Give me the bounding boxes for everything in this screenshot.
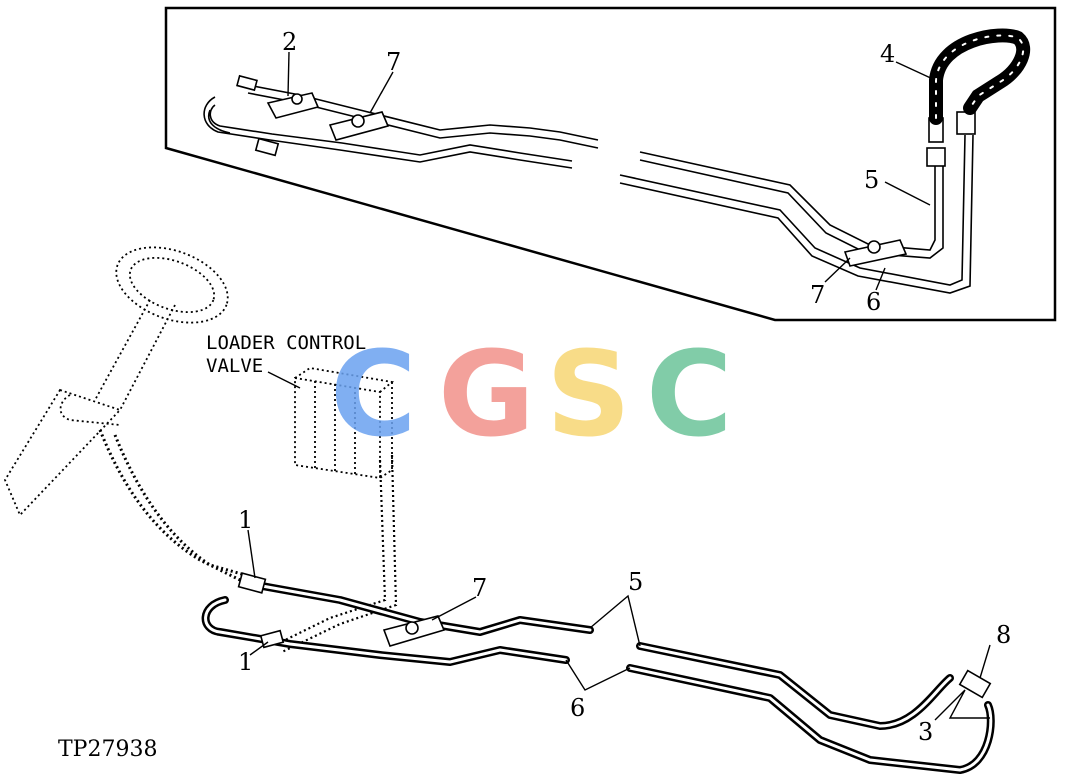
- detail-inset-frame: [164, 6, 1057, 322]
- detail-hose-4: [929, 28, 1031, 125]
- main-lines-core: [204, 584, 993, 772]
- watermark-letter-c2: C: [646, 325, 733, 463]
- loader-control-valve: [274, 367, 398, 653]
- callout-1-lower: 1: [238, 648, 253, 676]
- detail-clamp-right: [843, 239, 908, 267]
- callout-6-top: 6: [866, 288, 881, 316]
- main-lines-outline: [201, 582, 995, 774]
- callout-3-main: 3: [918, 718, 933, 746]
- detail-clamp-left: [266, 92, 390, 141]
- valve-label-leader: [267, 371, 301, 389]
- watermark-letter-g: G: [438, 325, 535, 463]
- callout-7-top-right: 7: [810, 281, 825, 309]
- callout-7-main: 7: [472, 574, 487, 602]
- callout-7-top: 7: [386, 48, 401, 76]
- watermark-letter-s: S: [546, 325, 631, 463]
- callout-5-top: 5: [864, 166, 879, 194]
- main-leaders: [247, 529, 991, 721]
- valve-label-line1: LOADER CONTROL: [206, 332, 366, 354]
- callout-4-top: 4: [880, 40, 895, 68]
- detail-leaders: [287, 51, 936, 291]
- detail-inset: 2 7 4 5 7 6: [164, 6, 1057, 322]
- cgsc-watermark: C G S C: [330, 325, 733, 463]
- main-fittings: [237, 572, 992, 699]
- callout-5-main: 5: [628, 568, 643, 596]
- main-hydraulic-lines: [205, 585, 992, 771]
- callout-2-top: 2: [282, 28, 297, 56]
- callout-6-main: 6: [570, 694, 585, 722]
- callout-8-main: 8: [996, 621, 1011, 649]
- callout-1-upper: 1: [238, 506, 253, 534]
- watermark-letter-c1: C: [330, 325, 417, 463]
- valve-label-line2: VALVE: [206, 355, 263, 377]
- steering-column: [3, 246, 246, 582]
- figure-id: TP27938: [58, 737, 157, 762]
